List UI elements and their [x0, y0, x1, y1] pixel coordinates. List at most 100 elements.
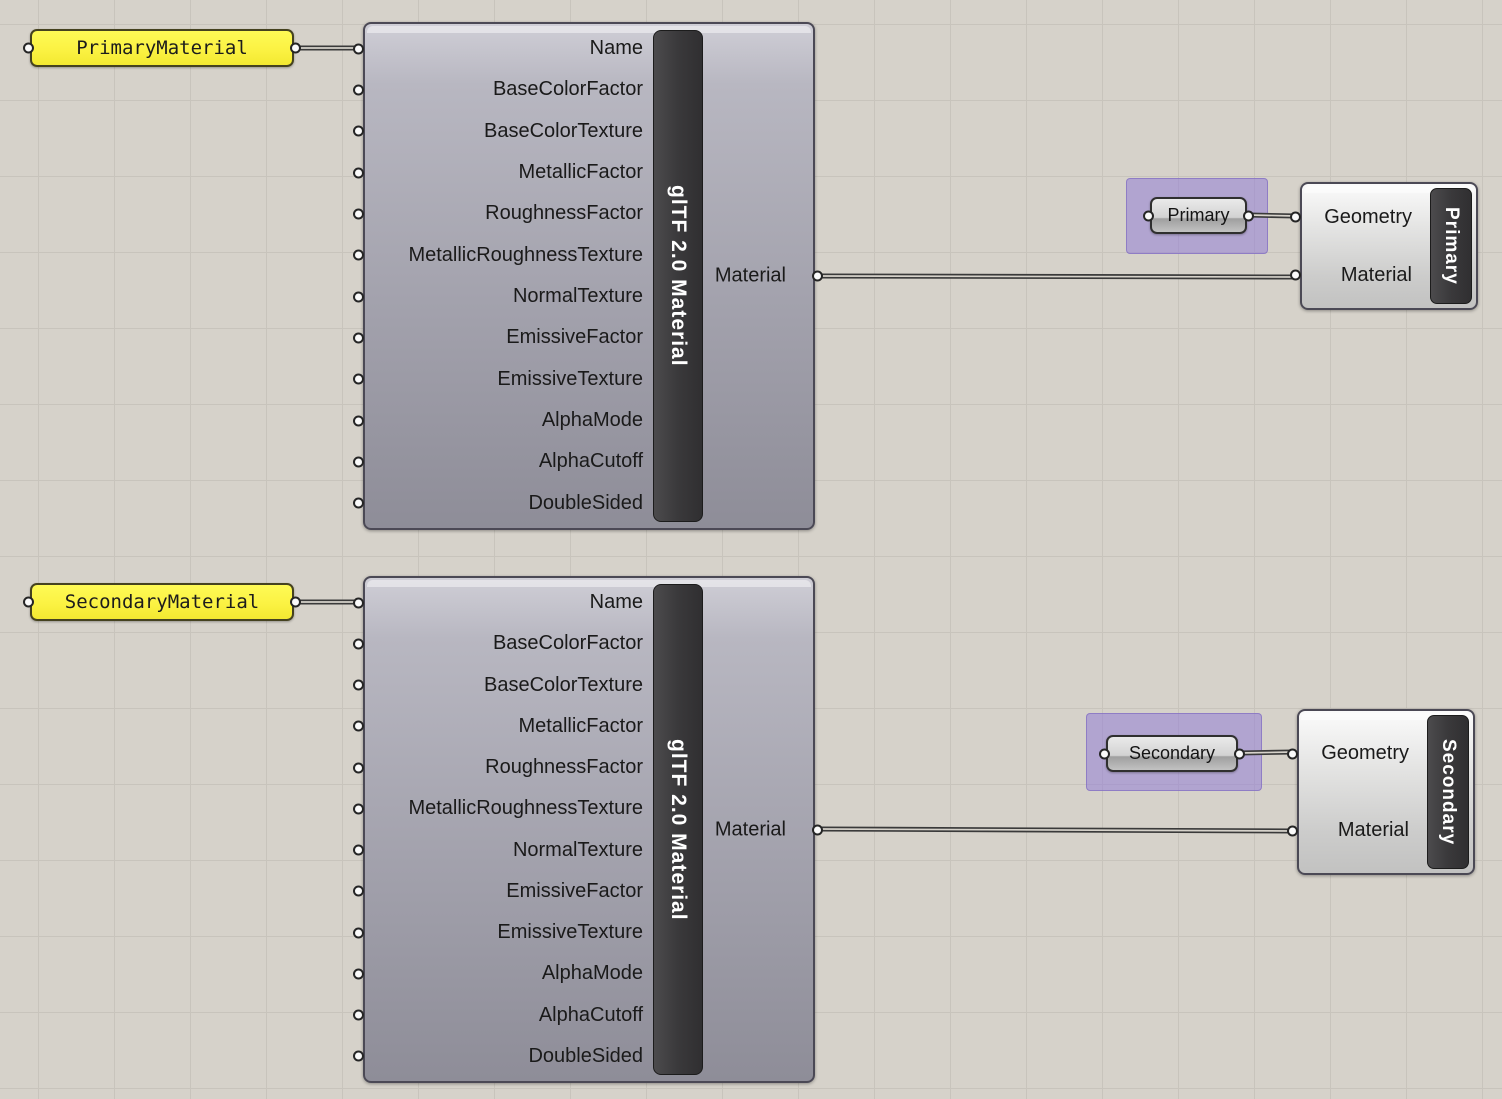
input-row: NormalTexture	[353, 830, 653, 871]
input-row: AlphaCutoff	[353, 995, 653, 1036]
input-row: Name	[353, 582, 653, 623]
input-label: BaseColorTexture	[484, 119, 643, 142]
input-grip-doublesided[interactable]	[353, 497, 364, 509]
input-label: BaseColorFactor	[492, 632, 643, 655]
component-title: Secondary	[1438, 738, 1459, 846]
input-row: EmissiveFactor	[353, 317, 653, 358]
component-title: glTF 2.0 Material	[667, 738, 690, 921]
node-output-grip[interactable]	[1234, 748, 1245, 759]
input-row: MetallicFactor	[353, 152, 653, 193]
node-primary[interactable]: Primary	[1143, 197, 1254, 234]
panel-label: SecondaryMaterial	[64, 591, 260, 613]
input-label: Material	[1337, 819, 1409, 841]
gltf-material-component-2[interactable]: Name BaseColorFactor BaseColorTexture Me…	[353, 576, 823, 1083]
panel-primary-material[interactable]: PrimaryMaterial	[23, 29, 301, 67]
input-row: Material	[1290, 246, 1422, 304]
input-row: DoubleSided	[353, 483, 653, 524]
node-secondary[interactable]: Secondary	[1099, 735, 1245, 772]
wire-secondary-node-to-bake2-geometry[interactable]	[1237, 749, 1296, 756]
bake1-inputs: Geometry Material	[1290, 188, 1422, 304]
input-grip-name[interactable]	[353, 43, 364, 55]
input-grip-basecolorfactor[interactable]	[353, 638, 364, 650]
input-label: AlphaMode	[541, 962, 643, 985]
input-row: BaseColorFactor	[353, 69, 653, 110]
input-row: EmissiveTexture	[353, 359, 653, 400]
input-grip-name[interactable]	[353, 597, 364, 609]
panel-secondary-material[interactable]: SecondaryMaterial	[23, 583, 301, 621]
input-grip-emissivefactor[interactable]	[353, 332, 364, 344]
component-name-bar[interactable]: Secondary	[1427, 715, 1469, 869]
component-name-bar[interactable]: glTF 2.0 Material	[653, 30, 703, 522]
panel-output-grip[interactable]	[290, 596, 301, 608]
input-grip-metallicfactor[interactable]	[353, 167, 364, 179]
input-row: EmissiveTexture	[353, 912, 653, 953]
input-grip-alphacutoff[interactable]	[353, 1009, 364, 1021]
input-grip-material[interactable]	[1287, 825, 1298, 836]
input-row: Geometry	[1290, 188, 1422, 246]
input-label: AlphaCutoff	[538, 1003, 643, 1026]
panel-input-grip[interactable]	[23, 596, 34, 608]
input-row: AlphaMode	[353, 953, 653, 994]
component-title: Primary	[1441, 207, 1462, 285]
input-label: Material	[1340, 263, 1412, 286]
bake-component-primary[interactable]: Geometry Material Primary	[1290, 182, 1478, 310]
input-row: BaseColorFactor	[353, 623, 653, 664]
input-grip-normaltexture[interactable]	[353, 844, 364, 856]
node-input-grip[interactable]	[1099, 748, 1110, 759]
input-grip-alphamode[interactable]	[353, 415, 364, 427]
panel-output-grip[interactable]	[290, 42, 301, 54]
input-row: BaseColorTexture	[353, 111, 653, 152]
input-grip-basecolortexture[interactable]	[353, 125, 364, 137]
wire-gltf1-material-to-bake1-material[interactable]	[816, 273, 1299, 280]
input-grip-geometry[interactable]	[1287, 748, 1298, 759]
input-label: RoughnessFactor	[485, 202, 643, 225]
input-grip-roughnessfactor[interactable]	[353, 208, 364, 220]
input-row: BaseColorTexture	[353, 665, 653, 706]
output-grip-material[interactable]	[812, 824, 823, 835]
input-row: RoughnessFactor	[353, 747, 653, 788]
input-row: Material	[1287, 792, 1419, 869]
input-row: DoubleSided	[353, 1036, 653, 1077]
input-grip-emissivetexture[interactable]	[353, 373, 364, 385]
output-grip-material[interactable]	[812, 270, 823, 282]
output-label: Material	[714, 264, 786, 287]
node-label: Primary	[1167, 205, 1230, 225]
gltf-material-component-1[interactable]: Name BaseColorFactor BaseColorTexture Me…	[353, 22, 823, 530]
input-grip-emissivetexture[interactable]	[353, 927, 364, 939]
gltf1-inputs: Name BaseColorFactor BaseColorTexture Me…	[353, 28, 653, 524]
input-grip-geometry[interactable]	[1290, 211, 1301, 223]
input-label: NormalTexture	[512, 838, 643, 861]
node-input-grip[interactable]	[1143, 210, 1154, 221]
input-grip-roughnessfactor[interactable]	[353, 762, 364, 774]
bake2-inputs: Geometry Material	[1287, 715, 1419, 869]
wire-gltf2-material-to-bake2-material[interactable]	[816, 826, 1296, 834]
input-grip-material[interactable]	[1290, 269, 1301, 281]
component-name-bar[interactable]: Primary	[1430, 188, 1472, 304]
input-grip-metallicroughnesstexture[interactable]	[353, 803, 364, 815]
bake-component-secondary[interactable]: Geometry Material Secondary	[1287, 709, 1475, 875]
input-label: EmissiveFactor	[506, 879, 643, 902]
node-output-grip[interactable]	[1243, 210, 1254, 221]
input-grip-alphacutoff[interactable]	[353, 456, 364, 468]
input-grip-metallicfactor[interactable]	[353, 720, 364, 732]
input-label: MetallicRoughnessTexture	[408, 243, 643, 266]
input-grip-doublesided[interactable]	[353, 1050, 364, 1062]
input-label: MetallicFactor	[518, 161, 643, 184]
input-grip-normaltexture[interactable]	[353, 291, 364, 303]
component-name-bar[interactable]: glTF 2.0 Material	[653, 584, 703, 1075]
input-grip-basecolortexture[interactable]	[353, 679, 364, 691]
input-grip-metallicroughnesstexture[interactable]	[353, 249, 364, 261]
input-row: MetallicRoughnessTexture	[353, 788, 653, 829]
output-label: Material	[714, 818, 786, 840]
input-label: Name	[589, 37, 643, 60]
input-grip-alphamode[interactable]	[353, 968, 364, 980]
panel-input-grip[interactable]	[23, 42, 34, 54]
input-grip-emissivefactor[interactable]	[353, 885, 364, 897]
input-row: MetallicFactor	[353, 706, 653, 747]
input-label: BaseColorFactor	[492, 78, 643, 101]
input-row: AlphaCutoff	[353, 441, 653, 482]
wire-primary-node-to-bake1-geometry[interactable]	[1246, 212, 1299, 219]
input-grip-basecolorfactor[interactable]	[353, 84, 364, 96]
